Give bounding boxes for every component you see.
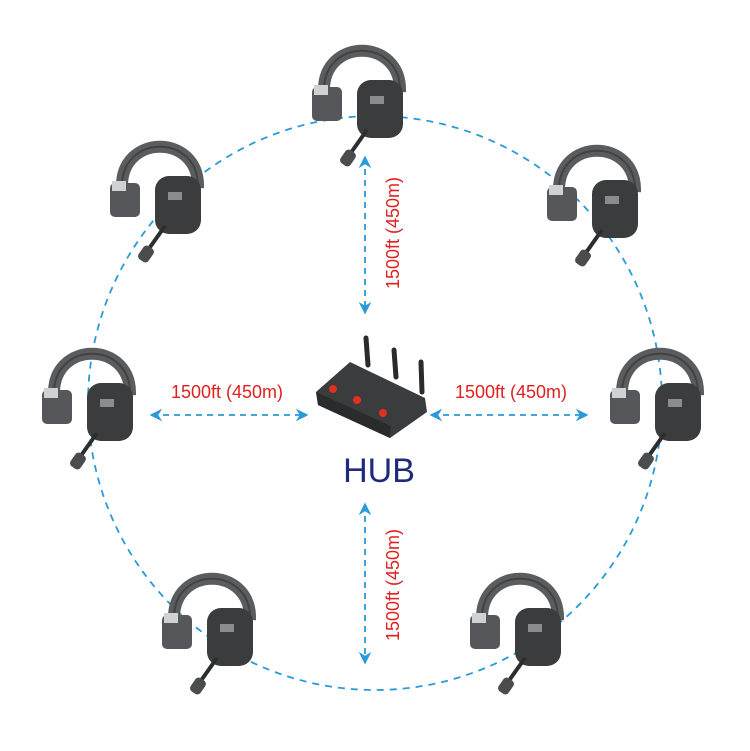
headset-right — [610, 354, 701, 471]
range-label-left: 1500ft (450m) — [171, 382, 283, 402]
headset-top — [312, 51, 403, 168]
range-label-top: 1500ft (450m) — [383, 177, 403, 289]
headset-left — [42, 354, 133, 471]
range-label-bottom: 1500ft (450m) — [383, 529, 403, 641]
headset-bottom-left — [162, 579, 253, 696]
headset-top-left — [110, 147, 201, 264]
headset-top-right — [547, 151, 638, 268]
hub-device — [316, 335, 427, 438]
hub-label: HUB — [343, 452, 415, 490]
range-label-right: 1500ft (450m) — [455, 382, 567, 402]
headset-bottom-right — [470, 579, 561, 696]
